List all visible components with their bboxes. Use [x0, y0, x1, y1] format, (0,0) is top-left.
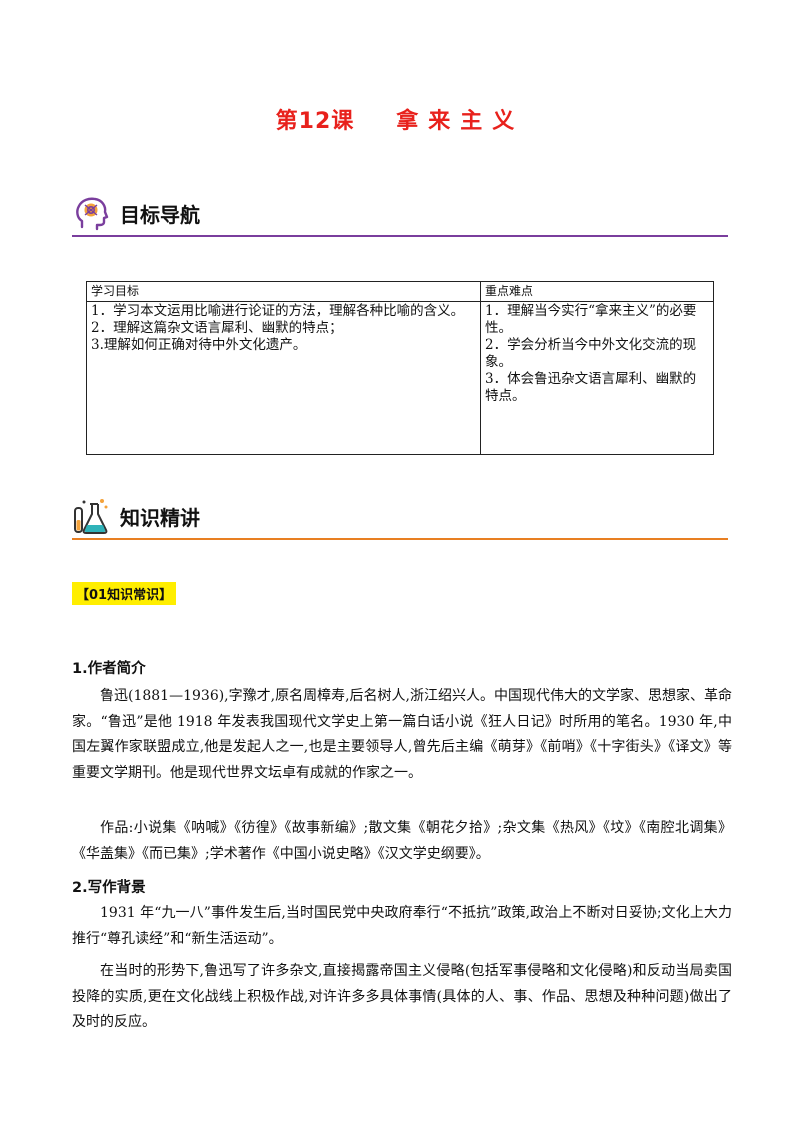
knowledge-section-divider	[72, 538, 728, 540]
key-point-item: 3．体会鲁迅杂文语言犀利、幽默的特点。	[485, 371, 697, 404]
author-heading: 1.作者简介	[72, 661, 146, 677]
key-points-cell: 1．理解当今实行“拿来主义”的必要性。 2．学会分析当今中外文化交流的现象。 3…	[480, 301, 714, 455]
goals-section-title: 目标导航	[120, 203, 200, 227]
key-point-item: 2．学会分析当今中外文化交流的现象。	[485, 337, 697, 370]
key-point-item: 1．理解当今实行“拿来主义”的必要性。	[485, 303, 697, 336]
goals-section-header: 目标导航	[72, 193, 728, 237]
lab-flask-icon	[74, 499, 108, 534]
lesson-number: 第12课	[275, 109, 355, 134]
learning-goal-item: 2．理解这篇杂文语言犀利、幽默的特点；	[91, 320, 343, 336]
knowledge-section-title: 知识精讲	[120, 506, 200, 530]
goals-table-row: 1．学习本文运用比喻进行论证的方法，理解各种比喻的含义。 2．理解这篇杂文语言犀…	[86, 301, 714, 455]
background-paragraph: 1931 年“九一八”事件发生后,当时国民党中央政府奉行“不抵抗”政策,政治上不…	[72, 905, 732, 947]
learning-goals-cell: 1．学习本文运用比喻进行论证的方法，理解各种比喻的含义。 2．理解这篇杂文语言犀…	[86, 301, 481, 455]
goals-table-header-learning: 学习目标	[86, 281, 481, 302]
works-paragraph: 作品:小说集《呐喊》《彷徨》《故事新编》;散文集《朝花夕拾》;杂文集《热风》《坟…	[72, 820, 732, 862]
goals-table-header-keypoints: 重点难点	[480, 281, 714, 302]
page-title: 第12课 拿来主义	[0, 103, 800, 135]
background-paragraph: 在当时的形势下,鲁迅写了许多杂文,直接揭露帝国主义侵略(包括军事侵略和文化侵略)…	[72, 963, 732, 1031]
knowledge-section-header: 知识精讲	[72, 496, 728, 540]
brain-head-icon	[76, 197, 109, 231]
lesson-name: 拿来主义	[396, 109, 525, 134]
knowledge-tag: 【01知识常识】	[72, 582, 177, 605]
goals-section-divider	[72, 235, 728, 237]
goals-table-header-row: 学习目标 重点难点	[86, 281, 714, 302]
goals-table: 学习目标 重点难点 1．学习本文运用比喻进行论证的方法，理解各种比喻的含义。 2…	[86, 281, 714, 455]
author-paragraph: 鲁迅(1881—1936),字豫才,原名周樟寿,后名树人,浙江绍兴人。中国现代伟…	[72, 688, 732, 781]
learning-goal-item: 3.理解如何正确对待中外文化遗产。	[91, 337, 307, 353]
background-heading: 2.写作背景	[72, 880, 146, 896]
learning-goal-item: 1．学习本文运用比喻进行论证的方法，理解各种比喻的含义。	[91, 303, 465, 319]
